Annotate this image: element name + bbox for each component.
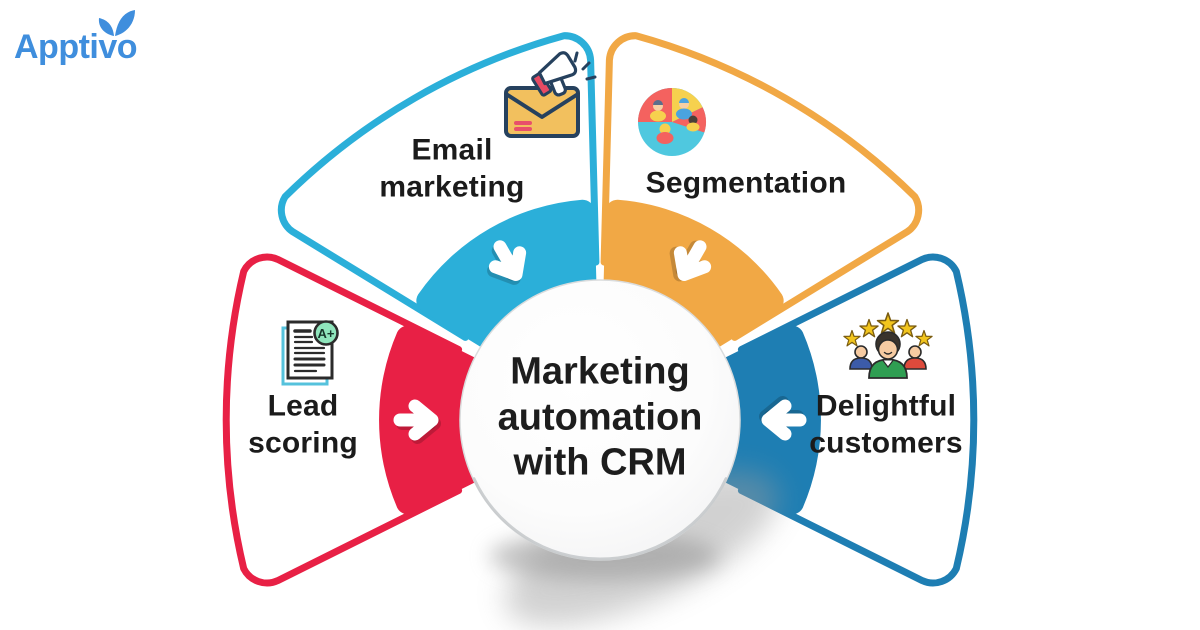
apptivo-logo: Apptivo (14, 8, 184, 72)
leaf-icon (98, 10, 135, 36)
megaphone (531, 51, 578, 97)
petal-label-email-marketing: Email marketing (379, 133, 525, 203)
petal-label-segmentation: Segmentation (645, 166, 847, 200)
customer-left (849, 345, 873, 370)
customer-right (903, 345, 927, 370)
delightful-customers-icon (843, 312, 933, 379)
svg-text:A+: A+ (318, 326, 335, 341)
center-group (459, 279, 779, 626)
icons-layer: A+ (281, 51, 933, 386)
arrow-left-icon (759, 396, 807, 441)
arrow-down-right-icon (487, 240, 527, 285)
lead-scoring-icon: A+ (281, 320, 339, 386)
segmentation-icon (638, 88, 706, 156)
arrow-right-icon (393, 399, 441, 444)
petal-delightful-customers (712, 253, 978, 587)
grade-badge (313, 320, 339, 346)
email-marketing-icon (504, 51, 597, 138)
center-title: Marketing automation with CRM (497, 350, 703, 484)
segment-people (650, 98, 700, 144)
arrow-down-left-icon (669, 240, 712, 282)
petal-label-delightful-customers: Delightful customers (809, 389, 963, 459)
petal-label-lead-scoring: Lead scoring (248, 389, 358, 459)
customer-center (868, 331, 908, 379)
circle-rim (472, 477, 728, 561)
sound-waves (573, 51, 597, 81)
petals-layer (222, 32, 978, 587)
